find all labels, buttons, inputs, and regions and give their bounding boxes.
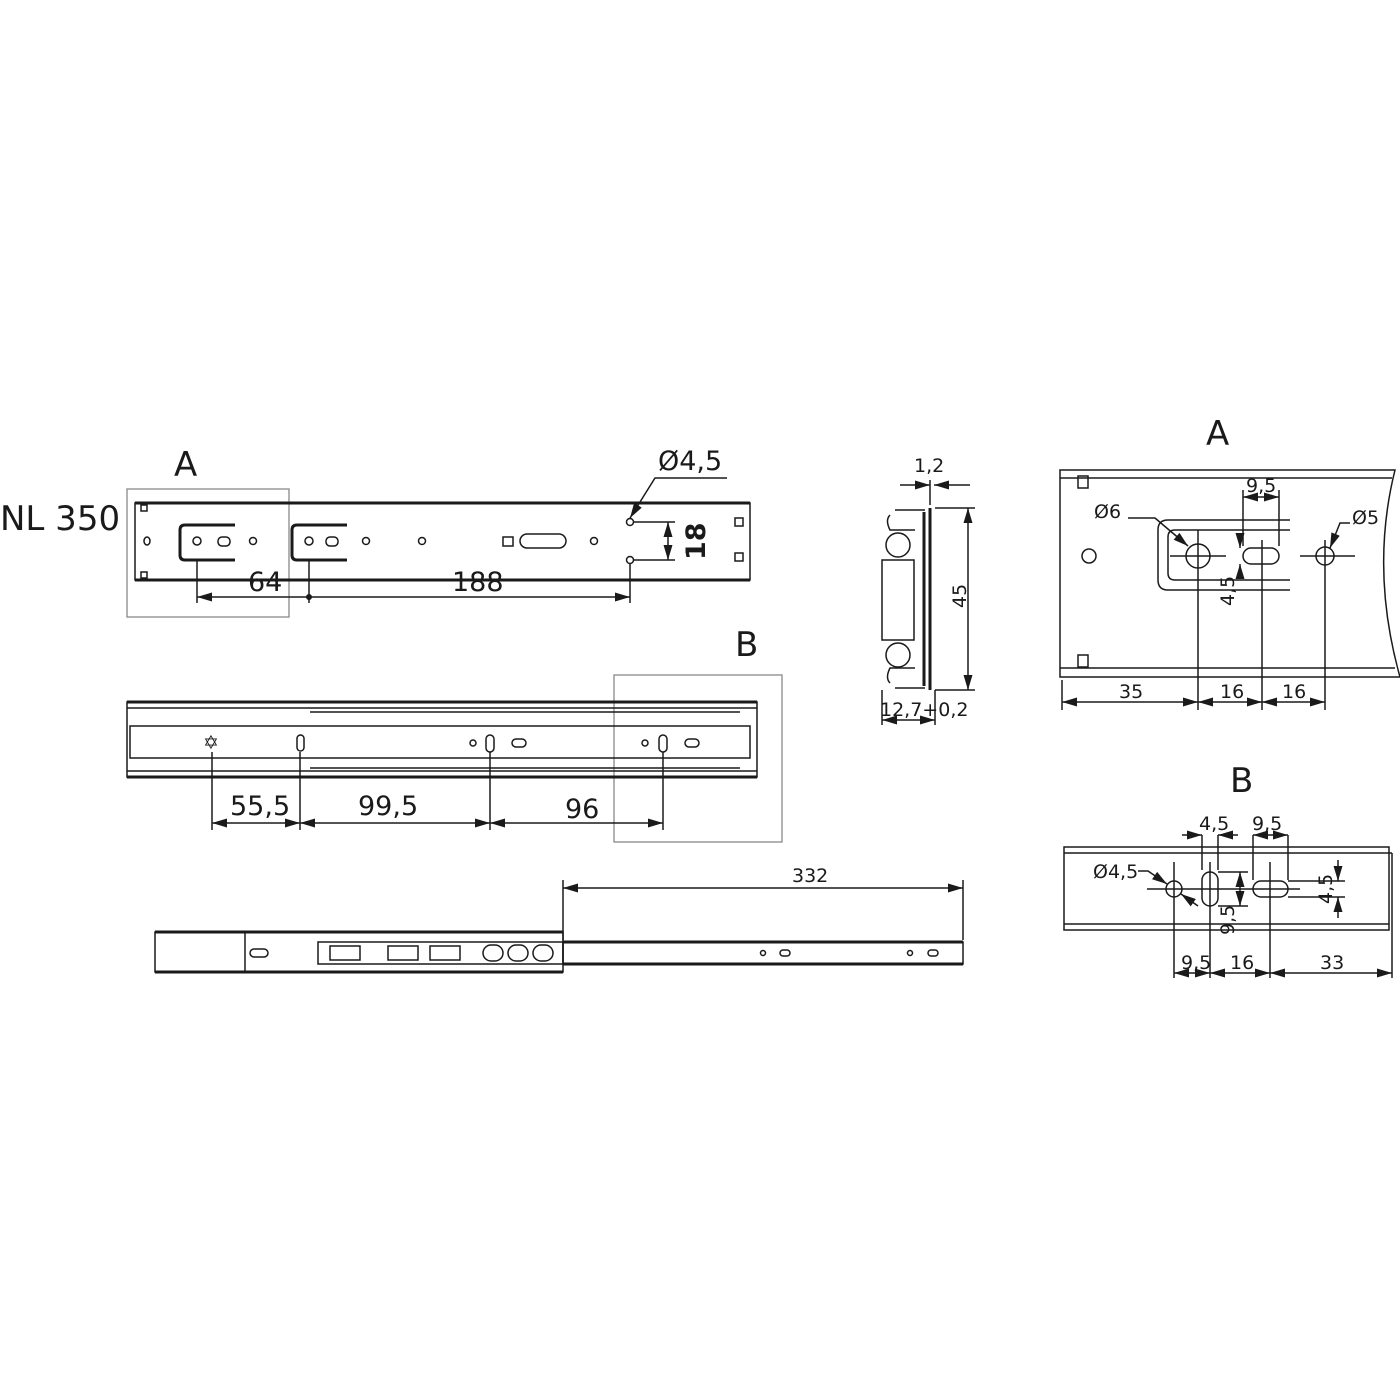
hole-diameter-label: Ø4,5 <box>658 446 722 477</box>
detail-b-dim-16: 16 <box>1230 952 1254 974</box>
detail-b-slot2-length: 9,5 <box>1252 813 1282 835</box>
detail-a: A Ø6 Ø5 9,5 4,5 35 16 16 <box>1059 414 1400 710</box>
detail-a-marker: A <box>174 445 197 485</box>
detail-b: B Ø4,5 4,5 9,5 9,5 4,5 9,5 16 33 <box>1063 761 1393 978</box>
dim-99-5: 99,5 <box>358 791 418 822</box>
dim-332: 332 <box>792 865 828 887</box>
detail-b-dim-9-5: 9,5 <box>1181 952 1211 974</box>
detail-a-d5: Ø5 <box>1352 507 1379 529</box>
detail-a-frame <box>126 488 290 618</box>
detail-b-dim-33: 33 <box>1320 952 1344 974</box>
dim-64: 64 <box>248 567 282 598</box>
dim-55-5: 55,5 <box>230 791 290 822</box>
dim-18: 18 <box>681 522 712 560</box>
detail-a-d6: Ø6 <box>1094 501 1121 523</box>
rail-body <box>134 502 751 581</box>
detail-a-title: A <box>1206 414 1229 454</box>
extended-view: 332 <box>154 865 964 974</box>
dim-thickness: 1,2 <box>914 455 944 477</box>
detail-b-hole-diameter: Ø4,5 <box>1093 861 1138 883</box>
bracket-1 <box>178 523 235 562</box>
profile-view: 1,2 45 12,7+0,2 <box>880 455 975 725</box>
middle-view: B ✡ 55,5 99,5 96 <box>126 625 783 843</box>
dim-height: 45 <box>949 584 971 608</box>
detail-a-slot-length: 9,5 <box>1246 475 1276 497</box>
dim-188: 188 <box>452 567 504 598</box>
detail-a-slot-width: 4,5 <box>1217 576 1239 606</box>
top-view: NL 350 A 64 188 Ø4,5 <box>0 445 751 618</box>
detail-b-marker: B <box>735 625 758 665</box>
dim-width: 12,7+0,2 <box>880 699 968 721</box>
detail-b-title: B <box>1230 761 1253 801</box>
detail-b-slot2-height: 4,5 <box>1315 874 1337 904</box>
detail-a-dim-16b: 16 <box>1282 681 1306 703</box>
detail-b-slot1-width: 4,5 <box>1199 813 1229 835</box>
star-icon: ✡ <box>203 732 219 754</box>
dim-96: 96 <box>565 794 599 825</box>
bracket-2 <box>290 523 347 562</box>
detail-a-dim-35: 35 <box>1119 681 1143 703</box>
detail-a-dim-16a: 16 <box>1220 681 1244 703</box>
detail-b-slot1-height: 9,5 <box>1217 905 1239 935</box>
model-label: NL 350 <box>0 499 120 539</box>
